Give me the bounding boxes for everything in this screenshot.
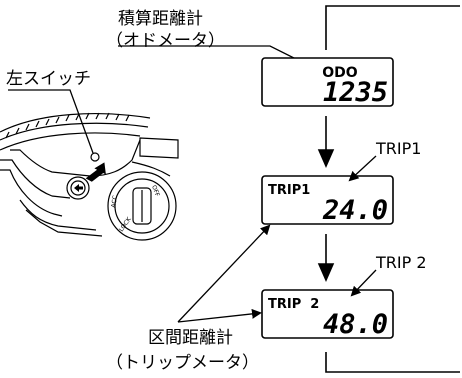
key-acc-label: ACC — [110, 195, 119, 208]
key-off-label: OFF — [150, 184, 161, 198]
tripmeter-leaders — [177, 224, 271, 323]
odo-display-tag: ODO — [322, 65, 358, 81]
trip2-display-value: 48.0 — [323, 309, 388, 340]
trip1-display-value: 24.0 — [322, 195, 388, 226]
odometer-label-sub: （オドメータ） — [106, 31, 225, 51]
trip1-display: TRIP1 24.0 — [261, 175, 394, 226]
trip-callout-leaders — [348, 155, 377, 297]
odometer-label: 積算距離計 — [118, 9, 203, 29]
tripmeter-label-sub: （トリップメータ） — [106, 353, 259, 373]
loop-back-line — [325, 5, 460, 373]
odo-display: ODO 1235 — [261, 57, 394, 108]
left-switch-label: 左スイッチ — [6, 69, 91, 89]
trip1-callout: TRIP1 — [375, 139, 421, 158]
trip1-display-tag: TRIP1 — [268, 183, 310, 198]
switch-housing-illustration — [0, 112, 179, 241]
left-switch-push-arrow — [85, 162, 106, 182]
tripmeter-label: 区間距離計 — [148, 328, 233, 348]
trip2-display: TRIP 2 48.0 — [261, 289, 394, 340]
left-switch-leader — [8, 89, 94, 154]
odo-display-value: 1235 — [323, 77, 388, 108]
sequence-arrows — [317, 116, 335, 282]
trip2-callout: TRIP 2 — [375, 253, 427, 272]
trip2-display-tag: TRIP 2 — [268, 297, 319, 312]
